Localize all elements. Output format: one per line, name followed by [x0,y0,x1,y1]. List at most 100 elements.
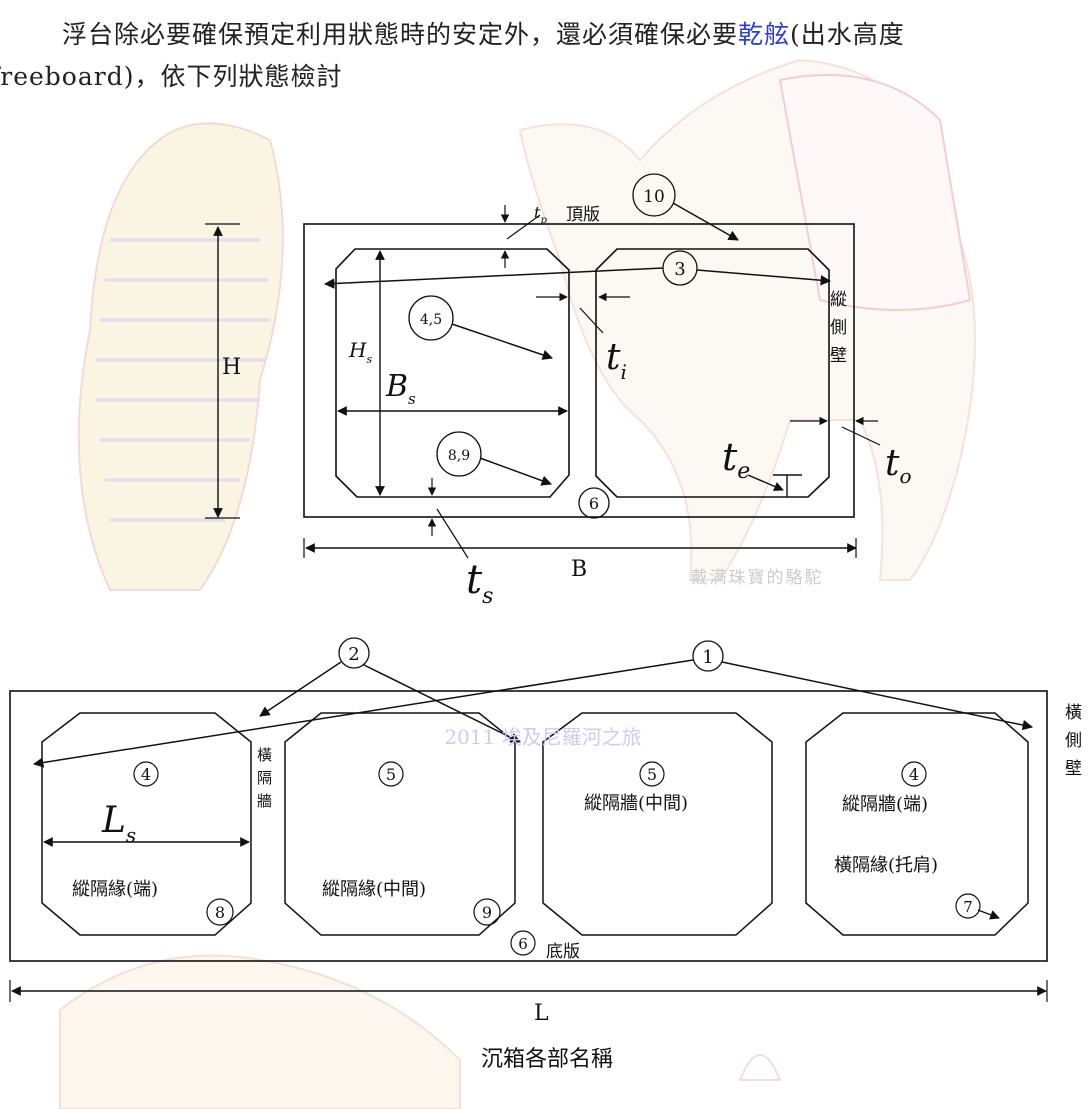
intro-line-2: freeboard)，依下列狀態檢討 [0,62,343,91]
callout-6b-circle [510,930,536,956]
callout-1-arrow-right [721,661,1034,731]
Bs-label: Bs [385,369,416,408]
to-label: to [885,443,912,488]
callout-4-5-arrow [451,323,553,360]
B-label: B [571,557,587,582]
callout-8-circle [206,898,234,926]
te-leader [747,474,784,492]
cell-3-outline [542,712,773,936]
cell-2-label: 縱隔緣(中間) [322,879,426,900]
intro-line-1: 浮台除必要確保預定利用狀態時的安定外，還必須確保必要乾舷(出水高度 [0,14,1089,56]
callout-8-9-text: 8,9 [448,448,470,464]
cell-4-label-2: 橫隔緣(托肩) [834,855,938,876]
tp-label: tp [534,203,547,226]
te-sub: e [737,459,750,484]
bell-sketch [738,1054,782,1081]
right-cell-outline [595,248,830,498]
cell-3-label: 縱隔牆(中間) [584,793,688,814]
callout-2-circle [338,637,370,669]
basket-sketch [59,954,461,1109]
caisson-plan-outline [9,690,1048,962]
L-label: L [534,1001,549,1026]
ts-sub: s [482,584,493,609]
callout-6b-text: 6 [518,935,528,953]
transverse-bulkhead-char-2: 隔 [257,769,272,787]
tp-leader [506,214,541,240]
cell-4-num-circle [901,761,927,787]
cell-1-label: 縱隔緣(端) [72,879,158,900]
transverse-side-wall-char-2: 側 [1065,731,1082,751]
H-label: H [222,355,241,380]
callout-4-5-circle [408,295,454,341]
callout-9-text: 9 [482,903,492,922]
cross-section-drawing: H Hs Bs tp 頂版 10 3 4,5 ti 8,9 [205,173,912,609]
plan-view-drawing: 2 1 2011 埃及尼羅河之旅 橫 側 壁 橫 隔 牆 4 5 5 4 Ls … [9,637,1082,1026]
transverse-bulkhead-char-3: 牆 [257,792,272,810]
side-wall-char-3: 壁 [830,346,847,366]
callout-1-arrow-left [32,659,694,768]
tp-main: t [534,203,541,222]
callout-1-text: 1 [702,647,713,668]
intro-text-2: (出水高度 [790,20,905,49]
cell-4-num: 4 [909,765,919,784]
Ls-label: Ls [101,800,136,847]
cell-1-num-circle [133,761,159,787]
transverse-side-wall-char-3: 壁 [1065,759,1082,779]
transverse-bulkhead-char-1: 橫 [257,746,272,764]
to-main: t [885,443,900,484]
callout-3-text: 3 [674,259,685,280]
tp-sub: p [540,215,547,226]
callout-10-circle [632,173,676,217]
callout-2-arrow-right [363,664,521,743]
callout-8-text: 8 [215,903,225,922]
callout-10-text: 10 [643,187,665,207]
trip-watermark: 2011 埃及尼羅河之旅 [444,725,641,749]
callout-3-arrow-left [323,267,664,289]
ti-sub: i [620,360,626,384]
to-sub: o [899,464,911,488]
bottom-plate-label: 底版 [546,942,580,962]
Ls-main: L [101,800,126,841]
camel-watermark: 戴满珠寶的駱駝 [691,567,824,588]
callout-3-arrow-right [696,269,832,286]
intro-paragraph: 浮台除必要確保預定利用狀態時的安定外，還必須確保必要乾舷(出水高度 freebo… [0,14,1089,98]
top-plate-label: 頂版 [566,205,600,225]
left-cell-outline [335,248,570,498]
ti-leader [579,307,604,334]
Ls-sub: s [126,823,136,847]
callout-8-9-arrow [479,457,552,486]
cell-4-outline [805,712,1029,936]
callout-6-text: 6 [589,494,599,513]
ti-label: ti [606,337,627,384]
cell-4-label-1: 縱隔牆(端) [842,794,928,815]
cell-2-num: 5 [386,765,396,784]
ts-main: t [466,557,483,603]
callout-7-text: 7 [963,898,973,916]
te-main: t [722,435,738,479]
freeboard-link[interactable]: 乾舷 [738,20,791,49]
Bs-sub: s [408,390,416,408]
cell-2-outline [284,712,516,936]
callout-1-circle [692,640,724,672]
Hs-label: Hs [348,338,372,366]
Bs-main: B [385,369,408,404]
callout-9-circle [473,898,501,926]
cell-3-num: 5 [647,765,657,784]
callout-8-9-circle [436,431,482,477]
camel-saddle-blanket [778,74,972,311]
callout-2-text: 2 [348,644,359,665]
callout-6-circle [578,487,610,519]
ti-main: t [606,337,621,378]
cell-3-num-circle [639,761,665,787]
transverse-side-wall-char-1: 橫 [1065,703,1082,723]
callout-2-arrow-left [259,661,342,717]
te-label: te [722,435,750,484]
ts-label: ts [466,557,493,609]
Hs-main: H [348,338,367,362]
callout-10-arrow [672,202,739,241]
side-wall-char-2: 側 [830,318,847,338]
pharaoh-headdress-stripes [95,238,270,522]
to-leader [841,426,881,446]
callout-7-arrow [977,909,1000,920]
